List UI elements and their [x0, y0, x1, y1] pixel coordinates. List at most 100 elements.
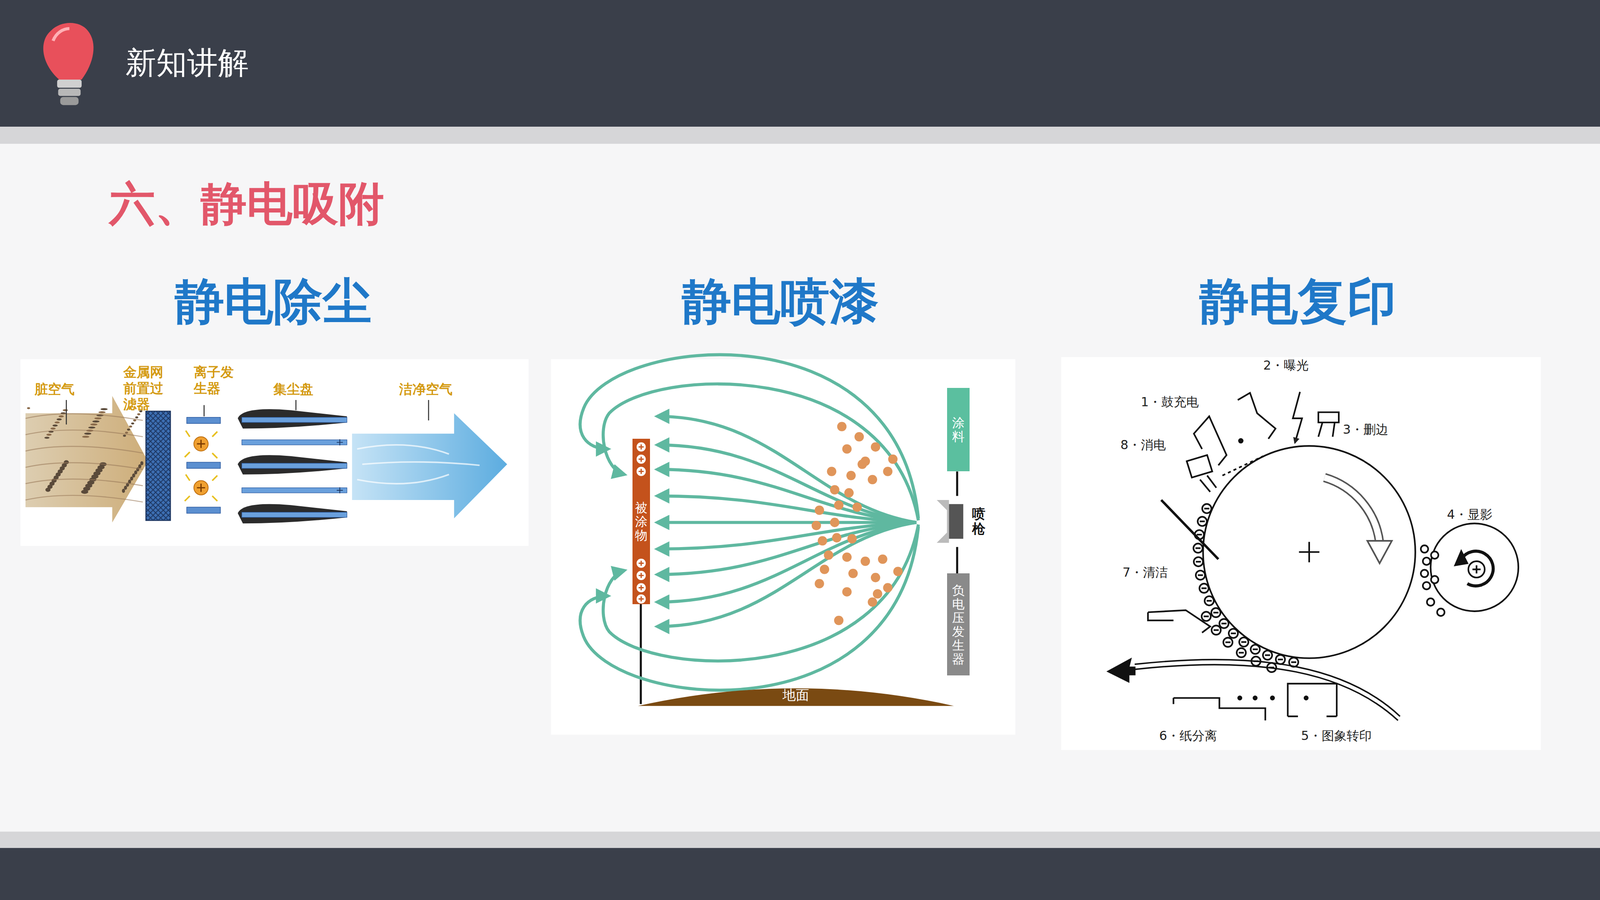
drawing-path: [640, 604, 643, 705]
callout-label: 5・图象转印: [1300, 727, 1372, 745]
drawing-path: [25, 495, 143, 503]
drawing-path: [1201, 587, 1207, 590]
drawing-ellipse: [54, 421, 60, 424]
drawing-path: [1196, 533, 1202, 536]
drawing-circle: [867, 597, 878, 608]
drawing-path: [603, 383, 919, 521]
drawing-polygon: [1455, 550, 1468, 565]
drawing-ellipse: [100, 408, 108, 411]
callout-label: 6・纸分离: [1159, 727, 1218, 745]
drawing-circle: [893, 566, 903, 577]
drawing-path: [1195, 547, 1201, 550]
drawing-path: [657, 522, 917, 627]
drawing-circle: [636, 442, 646, 452]
drawing-ellipse: [130, 476, 133, 481]
paint-box: 涂料: [947, 387, 970, 472]
drawing-circle: [842, 587, 852, 597]
drawing-path: [43, 22, 94, 80]
drawing-circle: [837, 421, 847, 432]
drawing-path: [25, 413, 143, 421]
drawing-ellipse: [132, 473, 135, 478]
drawing-ellipse: [137, 413, 140, 416]
node-text: 涂料: [952, 415, 965, 444]
drawing-path: [1186, 455, 1217, 492]
drawing-rect: [58, 88, 81, 96]
drawing-path: [1213, 611, 1219, 614]
drawing-path: [1472, 565, 1481, 574]
drawing-path: [638, 560, 644, 566]
drawing-circle: [1422, 557, 1431, 565]
drawing-path: [1265, 654, 1270, 656]
drawing-circle: [823, 550, 834, 560]
drawing-path: [237, 504, 348, 524]
callout-label: 7・清洁: [1122, 564, 1168, 582]
drawing-path: [25, 430, 143, 437]
drawing-circle: [1211, 607, 1221, 618]
drawing-circle: [1211, 625, 1221, 635]
drawing-path: [25, 446, 143, 453]
drawing-path: [1134, 664, 1398, 721]
drawing-g: [811, 421, 903, 625]
drawing-ellipse: [131, 422, 135, 425]
drawing-circle: [1202, 445, 1415, 658]
drawing-path: [1287, 683, 1338, 717]
drawing-path: [237, 409, 348, 429]
drawing-ellipse: [94, 417, 102, 420]
drawing-path: [1197, 574, 1203, 576]
drawing-path: [357, 445, 480, 484]
drawing-ellipse: [88, 426, 96, 429]
node-text: 地面: [782, 686, 810, 705]
drawing-circle: [193, 480, 208, 495]
drawing-circle: [636, 583, 646, 593]
drawing-circle: [1236, 647, 1246, 658]
drawing-path: [197, 440, 206, 449]
drawing-rect: [550, 359, 1015, 735]
drawing-circle: [847, 534, 858, 544]
drawing-circle: [1201, 611, 1211, 621]
drawing-rect: [60, 97, 79, 106]
drawing-ellipse: [98, 411, 106, 414]
drawing-rect: [20, 359, 529, 546]
target-object: 被涂物: [632, 438, 650, 605]
drawing-path: [638, 468, 644, 474]
drawing-ellipse: [129, 425, 133, 428]
drawing-ellipse: [138, 464, 142, 469]
drawing-g: [25, 407, 144, 503]
drawing-circle: [830, 485, 840, 495]
drawing-circle: [1262, 650, 1273, 660]
drawing-circle: [854, 432, 865, 442]
drawing-path: [1324, 477, 1380, 543]
callout-label: 8・消电: [1120, 436, 1166, 454]
drawing-path: [1241, 641, 1247, 643]
drawing-circle: [888, 454, 898, 465]
drawing-polygon: [352, 413, 508, 519]
drawing-path: [1206, 600, 1212, 602]
part-label: 离子发生器: [193, 364, 234, 397]
drawing-rect: [145, 411, 171, 521]
drawing-path: [657, 495, 917, 523]
drawing-rect: [241, 487, 347, 493]
drawing-circle: [870, 442, 881, 452]
drawing-circle: [1275, 655, 1285, 665]
drawing-path: [580, 526, 919, 691]
drawing-polygon: [25, 395, 148, 523]
drawing-circle: [636, 570, 646, 580]
drawing-path: [638, 456, 644, 462]
drawing-rect: [241, 417, 347, 423]
drawing-circle: [832, 532, 842, 543]
drawing-path: [1161, 500, 1219, 560]
drawing-circle: [1420, 545, 1429, 553]
drawing-circle: [636, 466, 646, 476]
node-text: 新知讲解: [125, 42, 249, 85]
drawing-ellipse: [125, 431, 128, 434]
drawing-path: [1299, 541, 1320, 563]
drawing-circle: [1430, 575, 1439, 584]
spray-painting: [580, 354, 963, 704]
drawing-polygon: [936, 500, 949, 543]
drawing-path: [197, 483, 206, 493]
drawing-rect: [0, 831, 1600, 848]
drawing-path: [1461, 551, 1494, 586]
drawing-circle: [1304, 696, 1308, 700]
drawing-circle: [1239, 637, 1249, 647]
drawing-circle: [1437, 608, 1445, 617]
